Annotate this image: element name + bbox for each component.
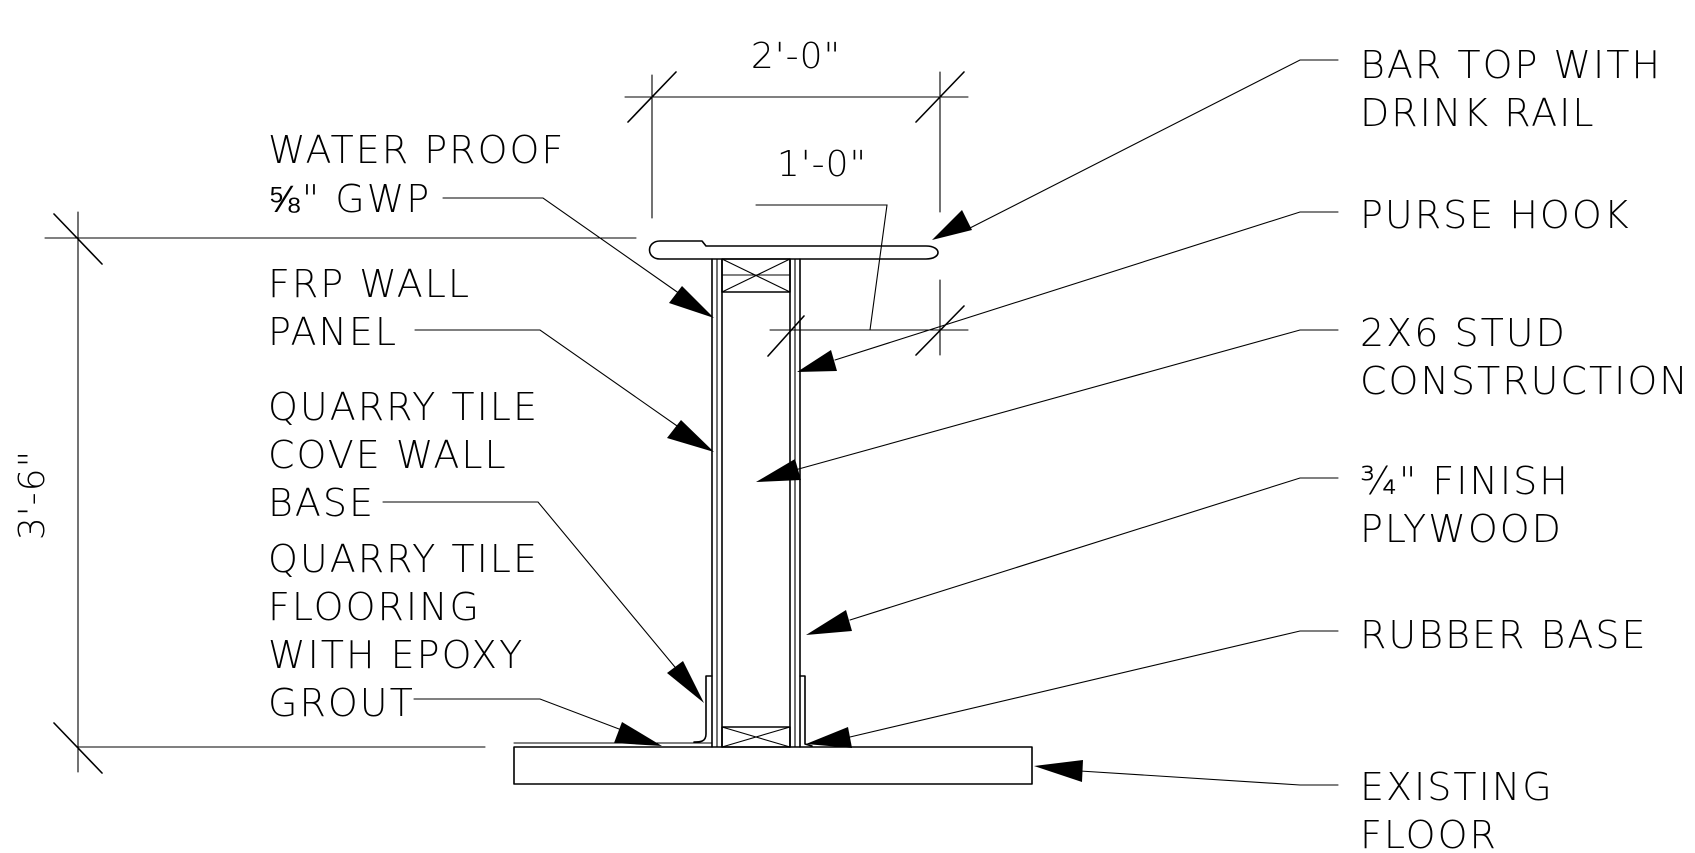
- leader-existing-floor: [1034, 760, 1339, 786]
- dimension-text-overhang: 1'-0": [777, 144, 867, 185]
- svg-text:FRP WALL: FRP WALL: [268, 262, 471, 306]
- label-frp-wall-panel: FRP WALL PANEL: [268, 262, 471, 354]
- existing-floor-slab: [513, 746, 1033, 785]
- label-2x6-stud-construction: 2X6 STUD CONSTRUCTION: [1360, 311, 1690, 403]
- label-existing-floor: EXISTING FLOOR: [1360, 765, 1554, 853]
- leader-water-proof: [442, 197, 714, 318]
- svg-text:CONSTRUCTION: CONSTRUCTION: [1360, 359, 1690, 403]
- svg-text:EXISTING: EXISTING: [1360, 765, 1554, 809]
- dimension-text-overall-width: 2'-0": [751, 36, 841, 77]
- svg-text:FLOOR: FLOOR: [1360, 813, 1498, 853]
- label-bar-top-drink-rail: BAR TOP WITH DRINK RAIL: [1360, 43, 1662, 135]
- svg-text:WITH EPOXY: WITH EPOXY: [268, 633, 524, 677]
- dimension-overall-width: 2'-0": [624, 36, 969, 219]
- svg-text:PLYWOOD: PLYWOOD: [1360, 507, 1563, 551]
- svg-text:PURSE HOOK: PURSE HOOK: [1360, 193, 1631, 237]
- stud-wall: [711, 258, 801, 748]
- svg-text:⅝" GWP: ⅝" GWP: [268, 177, 431, 221]
- svg-text:QUARRY TILE: QUARRY TILE: [268, 537, 539, 581]
- svg-text:PANEL: PANEL: [268, 310, 398, 354]
- dimension-height: 3'-6": [12, 211, 637, 774]
- label-quarry-tile-flooring: QUARRY TILE FLOORING WITH EPOXY GROUT: [268, 537, 539, 725]
- leader-bar-top: [932, 59, 1339, 240]
- leader-cove-base: [382, 501, 704, 703]
- label-water-proof-gwp: WATER PROOF ⅝" GWP: [268, 128, 565, 221]
- svg-text:WATER PROOF: WATER PROOF: [268, 128, 565, 172]
- label-purse-hook: PURSE HOOK: [1360, 193, 1631, 237]
- label-finish-plywood: ¾" FINISH PLYWOOD: [1360, 459, 1570, 551]
- leader-frp-panel: [414, 329, 714, 452]
- leader-plywood: [806, 477, 1339, 635]
- svg-text:COVE WALL: COVE WALL: [268, 433, 508, 477]
- svg-text:RUBBER BASE: RUBBER BASE: [1360, 613, 1647, 657]
- leader-tile-flooring: [413, 698, 662, 746]
- quarry-tile-cove-base: [693, 675, 713, 743]
- svg-text:QUARRY TILE: QUARRY TILE: [268, 385, 539, 429]
- svg-text:¾" FINISH: ¾" FINISH: [1360, 459, 1570, 503]
- leader-purse-hook: [797, 211, 1339, 372]
- bar-top-drink-rail: [648, 240, 939, 260]
- svg-text:2X6 STUD: 2X6 STUD: [1360, 311, 1567, 355]
- svg-text:BASE: BASE: [268, 481, 375, 525]
- svg-text:FLOORING: FLOORING: [268, 585, 481, 629]
- svg-text:BAR TOP WITH: BAR TOP WITH: [1360, 43, 1662, 87]
- leader-stud: [756, 329, 1339, 482]
- label-quarry-tile-cove-base: QUARRY TILE COVE WALL BASE: [268, 385, 539, 525]
- label-rubber-base: RUBBER BASE: [1360, 613, 1647, 657]
- svg-text:GROUT: GROUT: [268, 681, 415, 725]
- dimension-text-height: 3'-6": [12, 450, 53, 540]
- dimension-overhang: 1'-0": [755, 144, 969, 357]
- svg-text:DRINK RAIL: DRINK RAIL: [1360, 91, 1596, 135]
- leader-rubber-base: [806, 630, 1339, 748]
- rubber-base: [799, 675, 813, 747]
